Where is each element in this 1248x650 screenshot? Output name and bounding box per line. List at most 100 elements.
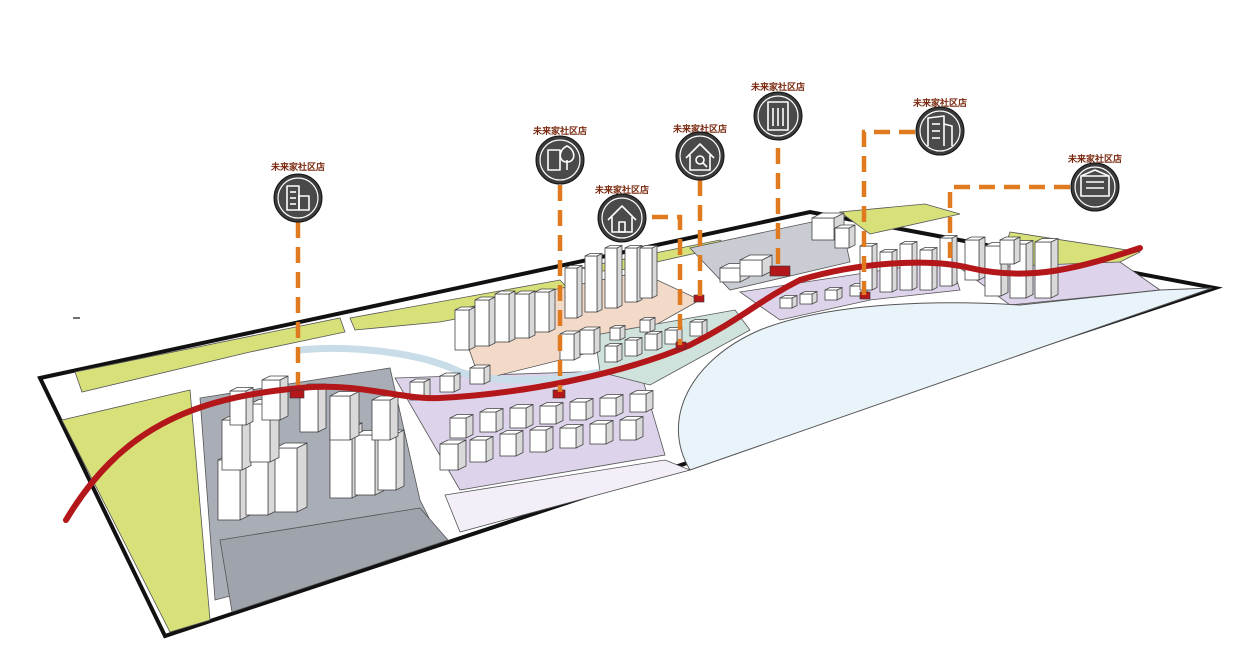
building-block-roof xyxy=(494,290,516,295)
building-block-side xyxy=(636,336,643,357)
store-callout-6: 未来家社区店 xyxy=(912,97,967,156)
building-block-roof xyxy=(899,241,918,245)
office-building-icon xyxy=(273,173,323,223)
store-markers xyxy=(289,265,871,399)
building-block xyxy=(469,367,485,385)
building-block-side xyxy=(296,442,308,513)
building-block-side xyxy=(593,326,601,355)
building-block xyxy=(879,251,893,293)
building-block-side xyxy=(616,342,623,363)
building-block xyxy=(329,395,351,441)
building-block-roof xyxy=(999,236,1021,241)
building-block-roof xyxy=(609,325,626,329)
building-block-roof xyxy=(274,442,308,449)
building-block xyxy=(639,247,653,299)
building-block-side xyxy=(545,425,554,453)
store-marker-1 xyxy=(289,389,305,399)
building-block xyxy=(474,299,490,347)
building-block xyxy=(919,249,933,291)
building-block xyxy=(559,427,577,449)
tower-building-icon xyxy=(753,91,803,141)
green-zone-west xyxy=(61,389,211,633)
leader-6 xyxy=(861,129,915,295)
building-block xyxy=(619,419,637,441)
building-block xyxy=(439,443,459,471)
green-zone-northeast xyxy=(838,203,961,235)
building-block xyxy=(629,393,647,413)
store-label-2: 未来家社区店 xyxy=(532,125,587,137)
building-block-roof xyxy=(624,337,643,341)
store-label-3: 未来家社区店 xyxy=(594,184,649,196)
building-block-roof xyxy=(604,245,623,249)
store-callout-2: 未来家社区店 xyxy=(532,125,587,185)
building-block-roof xyxy=(739,254,773,261)
store-label-6: 未来家社区店 xyxy=(912,97,967,109)
building-block xyxy=(479,411,497,433)
building-block-side xyxy=(457,439,467,471)
building-block-roof xyxy=(439,439,467,445)
building-block-roof xyxy=(449,414,474,419)
building-block-roof xyxy=(534,288,556,293)
building-block xyxy=(454,309,470,351)
building-block xyxy=(261,379,281,421)
building-block-side xyxy=(465,413,474,439)
building-block xyxy=(799,293,813,305)
store-marker-4 xyxy=(693,294,705,303)
building-block-roof xyxy=(559,424,584,429)
building-block-roof xyxy=(639,317,656,321)
building-block xyxy=(514,293,530,339)
building-block-side xyxy=(508,290,516,343)
building-block xyxy=(564,267,578,319)
apartment-block-icon xyxy=(1070,162,1120,212)
building-block xyxy=(584,255,598,313)
city-tree-icon xyxy=(535,135,585,185)
building-block-roof xyxy=(589,420,614,425)
building-block xyxy=(639,319,651,333)
building-block-roof xyxy=(564,265,583,269)
leader-3 xyxy=(652,214,683,345)
building-block xyxy=(354,434,376,496)
building-block-side xyxy=(1025,239,1034,299)
building-block-roof xyxy=(689,319,708,323)
building-block-roof xyxy=(599,394,624,399)
building-block xyxy=(377,433,397,491)
building-block xyxy=(739,259,763,277)
building-block-roof xyxy=(1034,238,1059,243)
store-callout-4: 未来家社区店 xyxy=(672,123,727,181)
building-block-side xyxy=(279,375,289,421)
building-block-side xyxy=(656,330,663,351)
building-block xyxy=(964,239,980,281)
building-block xyxy=(469,439,487,463)
store-callouts: 未来家社区店 未来家社区店 未来家社区店 xyxy=(270,81,1122,243)
building-block xyxy=(534,291,550,333)
building-block xyxy=(609,327,621,341)
building-block xyxy=(221,419,243,471)
store-label-7: 未来家社区店 xyxy=(1067,153,1122,165)
building-block-roof xyxy=(539,402,564,407)
building-block-roof xyxy=(579,326,601,331)
building-block xyxy=(529,429,547,453)
building-block-side xyxy=(515,429,524,457)
building-block-side xyxy=(891,248,898,293)
building-block-roof xyxy=(964,236,986,241)
building-block xyxy=(449,417,467,439)
store-callout-5: 未来家社区店 xyxy=(750,81,805,141)
building-block-side xyxy=(1013,236,1021,265)
store-label-1: 未来家社区店 xyxy=(270,161,325,173)
building-block-side xyxy=(495,407,504,433)
building-block xyxy=(599,397,617,417)
building-block-roof xyxy=(514,290,536,295)
house-icon xyxy=(597,193,647,243)
building-block-roof xyxy=(879,249,898,253)
building-block xyxy=(439,375,455,393)
store-callout-3: 未来家社区店 xyxy=(594,184,649,243)
building-block xyxy=(499,433,517,457)
building-block xyxy=(509,407,527,429)
building-block xyxy=(371,399,391,441)
building-block-side xyxy=(848,224,856,249)
lake xyxy=(677,287,1213,471)
building-block-roof xyxy=(624,245,643,249)
building-block-side xyxy=(635,415,644,441)
building-block-side xyxy=(525,403,534,429)
